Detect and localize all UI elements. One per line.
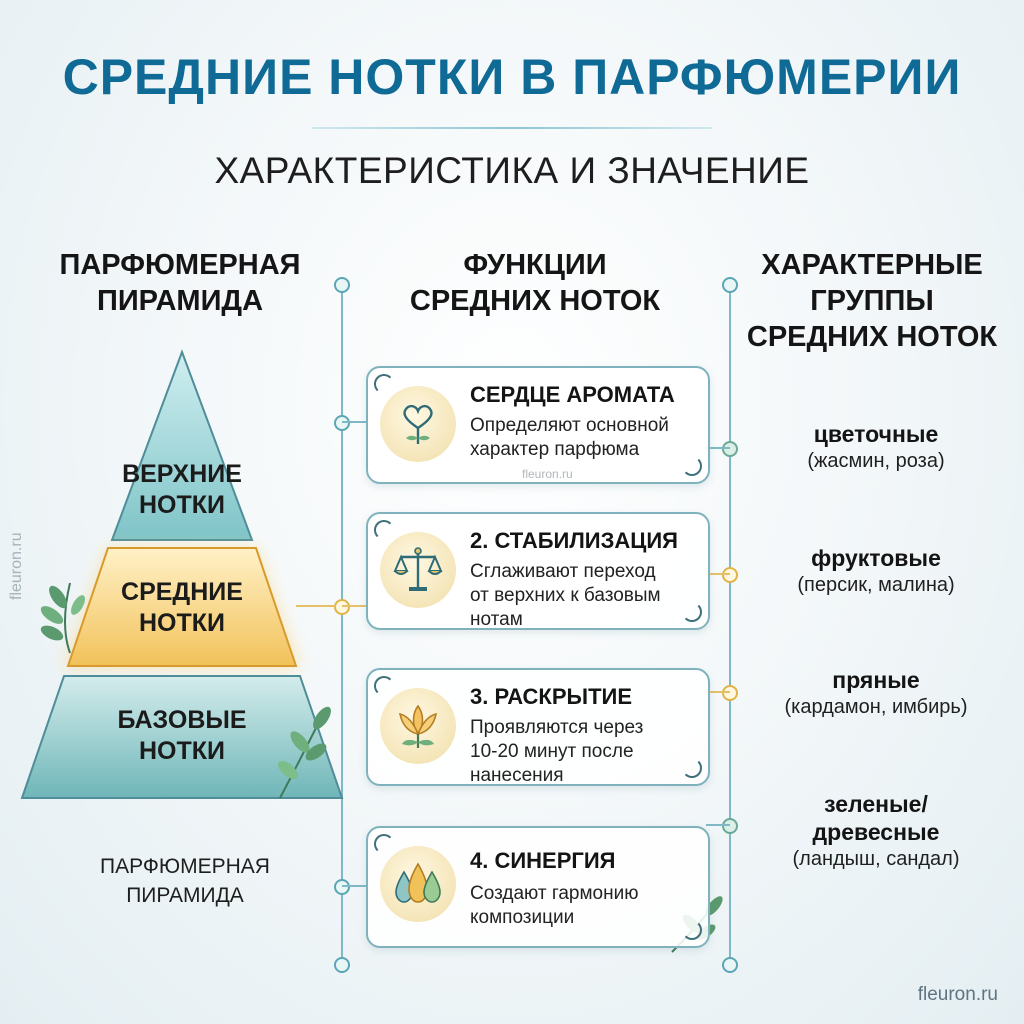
tier-line: БАЗОВЫЕ [117, 706, 247, 734]
desc-line: нотам [470, 609, 523, 630]
pyramid-base-label: БАЗОВЫЕ НОТКИ [82, 696, 282, 776]
heading-line: ПАРФЮМЕРНАЯ [59, 249, 301, 281]
title-divider [312, 127, 712, 129]
card-description: Проявляются через 10-20 минут после нане… [470, 716, 702, 788]
heading-line: СРЕДНИХ НОТОК [409, 285, 661, 317]
desc-line: композиции [470, 907, 575, 928]
pyramid-middle-tier [66, 547, 298, 667]
desc-line: Создают гармонию [470, 883, 639, 904]
desc-line: Определяют основной [470, 415, 669, 436]
timeline-node [334, 957, 350, 973]
lotus-icon [380, 688, 456, 764]
desc-line: нанесения [470, 765, 564, 786]
timeline-node [722, 957, 738, 973]
tier-line: НОТКИ [139, 737, 225, 765]
heading-line: ГРУППЫ [810, 285, 934, 317]
tier-line: НОТКИ [139, 491, 225, 519]
group-spicy: пряные (кардамон, имбирь) [748, 666, 1004, 720]
function-card-unfolding: 3. РАСКРЫТИЕ Проявляются через 10-20 мин… [366, 668, 710, 786]
group-examples: (ландыш, сандал) [792, 848, 960, 870]
function-card-synergy: 4. СИНЕРГИЯ Создают гармонию композиции [366, 826, 710, 948]
column-heading-functions: ФУНКЦИИ СРЕДНИХ НОТОК [370, 247, 700, 319]
card-title: 4. СИНЕРГИЯ [470, 848, 616, 873]
group-green-woody: зеленые/ древесные (ландыш, сандал) [748, 790, 1004, 872]
right-timeline [729, 284, 731, 966]
scales-icon [380, 532, 456, 608]
desc-line: Сглаживают переход [470, 561, 656, 582]
group-name: древесные [812, 819, 940, 845]
timeline-node [722, 277, 738, 293]
desc-line: Проявляются через [470, 717, 644, 738]
function-card-stabilization: 2. СТАБИЛИЗАЦИЯ Сглаживают переход от ве… [366, 512, 710, 630]
tier-line: НОТКИ [139, 609, 225, 637]
group-floral: цветочные (жасмин, роза) [748, 420, 1004, 474]
page-title: СРЕДНИЕ НОТКИ В ПАРФЮМЕРИИ [62, 49, 962, 105]
drops-icon [380, 846, 456, 922]
column-heading-groups: ХАРАКТЕРНЫЕ ГРУППЫ СРЕДНИХ НОТОК [722, 247, 1022, 355]
watermark-corner: fleuron.ru [917, 984, 998, 1005]
pyramid-base-tier [20, 675, 344, 799]
pyramid-top-tier [110, 349, 254, 541]
card-title: 3. РАСКРЫТИЕ [470, 684, 632, 709]
page-subtitle: ХАРАКТЕРИСТИКА И ЗНАЧЕНИЕ [214, 150, 810, 191]
tier-line: ВЕРХНИЕ [122, 460, 242, 488]
watermark-side: fleuron.ru [8, 532, 25, 600]
caption-line: ПИРАМИДА [126, 884, 244, 907]
timeline-node [334, 277, 350, 293]
group-fruity: фруктовые (персик, малина) [748, 544, 1004, 598]
card-description: Сглаживают переход от верхних к базовым … [470, 560, 702, 632]
desc-line: 10-20 минут после [470, 741, 634, 762]
watermark-card: fleuron.ru [522, 467, 573, 481]
group-name: зеленые/ [824, 791, 928, 817]
leaf-sprig-icon [278, 706, 331, 799]
caption-line: ПАРФЮМЕРНАЯ [100, 855, 270, 878]
card-title: 2. СТАБИЛИЗАЦИЯ [470, 528, 678, 553]
group-name: фруктовые [811, 545, 941, 571]
tier-line: СРЕДНИЕ [121, 578, 243, 606]
pyramid-middle-label: СРЕДНИЕ НОТКИ [82, 568, 282, 648]
heading-line: ФУНКЦИИ [463, 249, 607, 281]
function-card-heart: СЕРДЦЕ АРОМАТА Определяют основной харак… [366, 366, 710, 484]
group-name: пряные [832, 667, 920, 693]
heading-line: ПИРАМИДА [96, 285, 264, 317]
desc-line: от верхних к базовым [470, 585, 661, 606]
leaf-sprig-icon [40, 582, 85, 654]
group-name: цветочные [813, 421, 939, 447]
card-title: СЕРДЦЕ АРОМАТА [470, 382, 675, 407]
card-description: Определяют основной характер парфюма [470, 414, 702, 462]
group-examples: (жасмин, роза) [807, 450, 945, 472]
heading-line: ХАРАКТЕРНЫЕ [761, 249, 983, 281]
card-description: Создают гармонию композиции [470, 882, 702, 930]
desc-line: характер парфюма [470, 439, 640, 460]
column-heading-pyramid: ПАРФЮМЕРНАЯ ПИРАМИДА [30, 247, 330, 319]
heart-sprout-icon [380, 386, 456, 462]
pyramid-top-label: ВЕРХНИЕ НОТКИ [92, 450, 272, 530]
left-timeline [341, 284, 343, 966]
group-examples: (персик, малина) [797, 574, 955, 596]
group-examples: (кардамон, имбирь) [784, 696, 968, 718]
pyramid-caption: ПАРФЮМЕРНАЯ ПИРАМИДА [60, 852, 310, 910]
heading-line: СРЕДНИХ НОТОК [746, 321, 998, 353]
